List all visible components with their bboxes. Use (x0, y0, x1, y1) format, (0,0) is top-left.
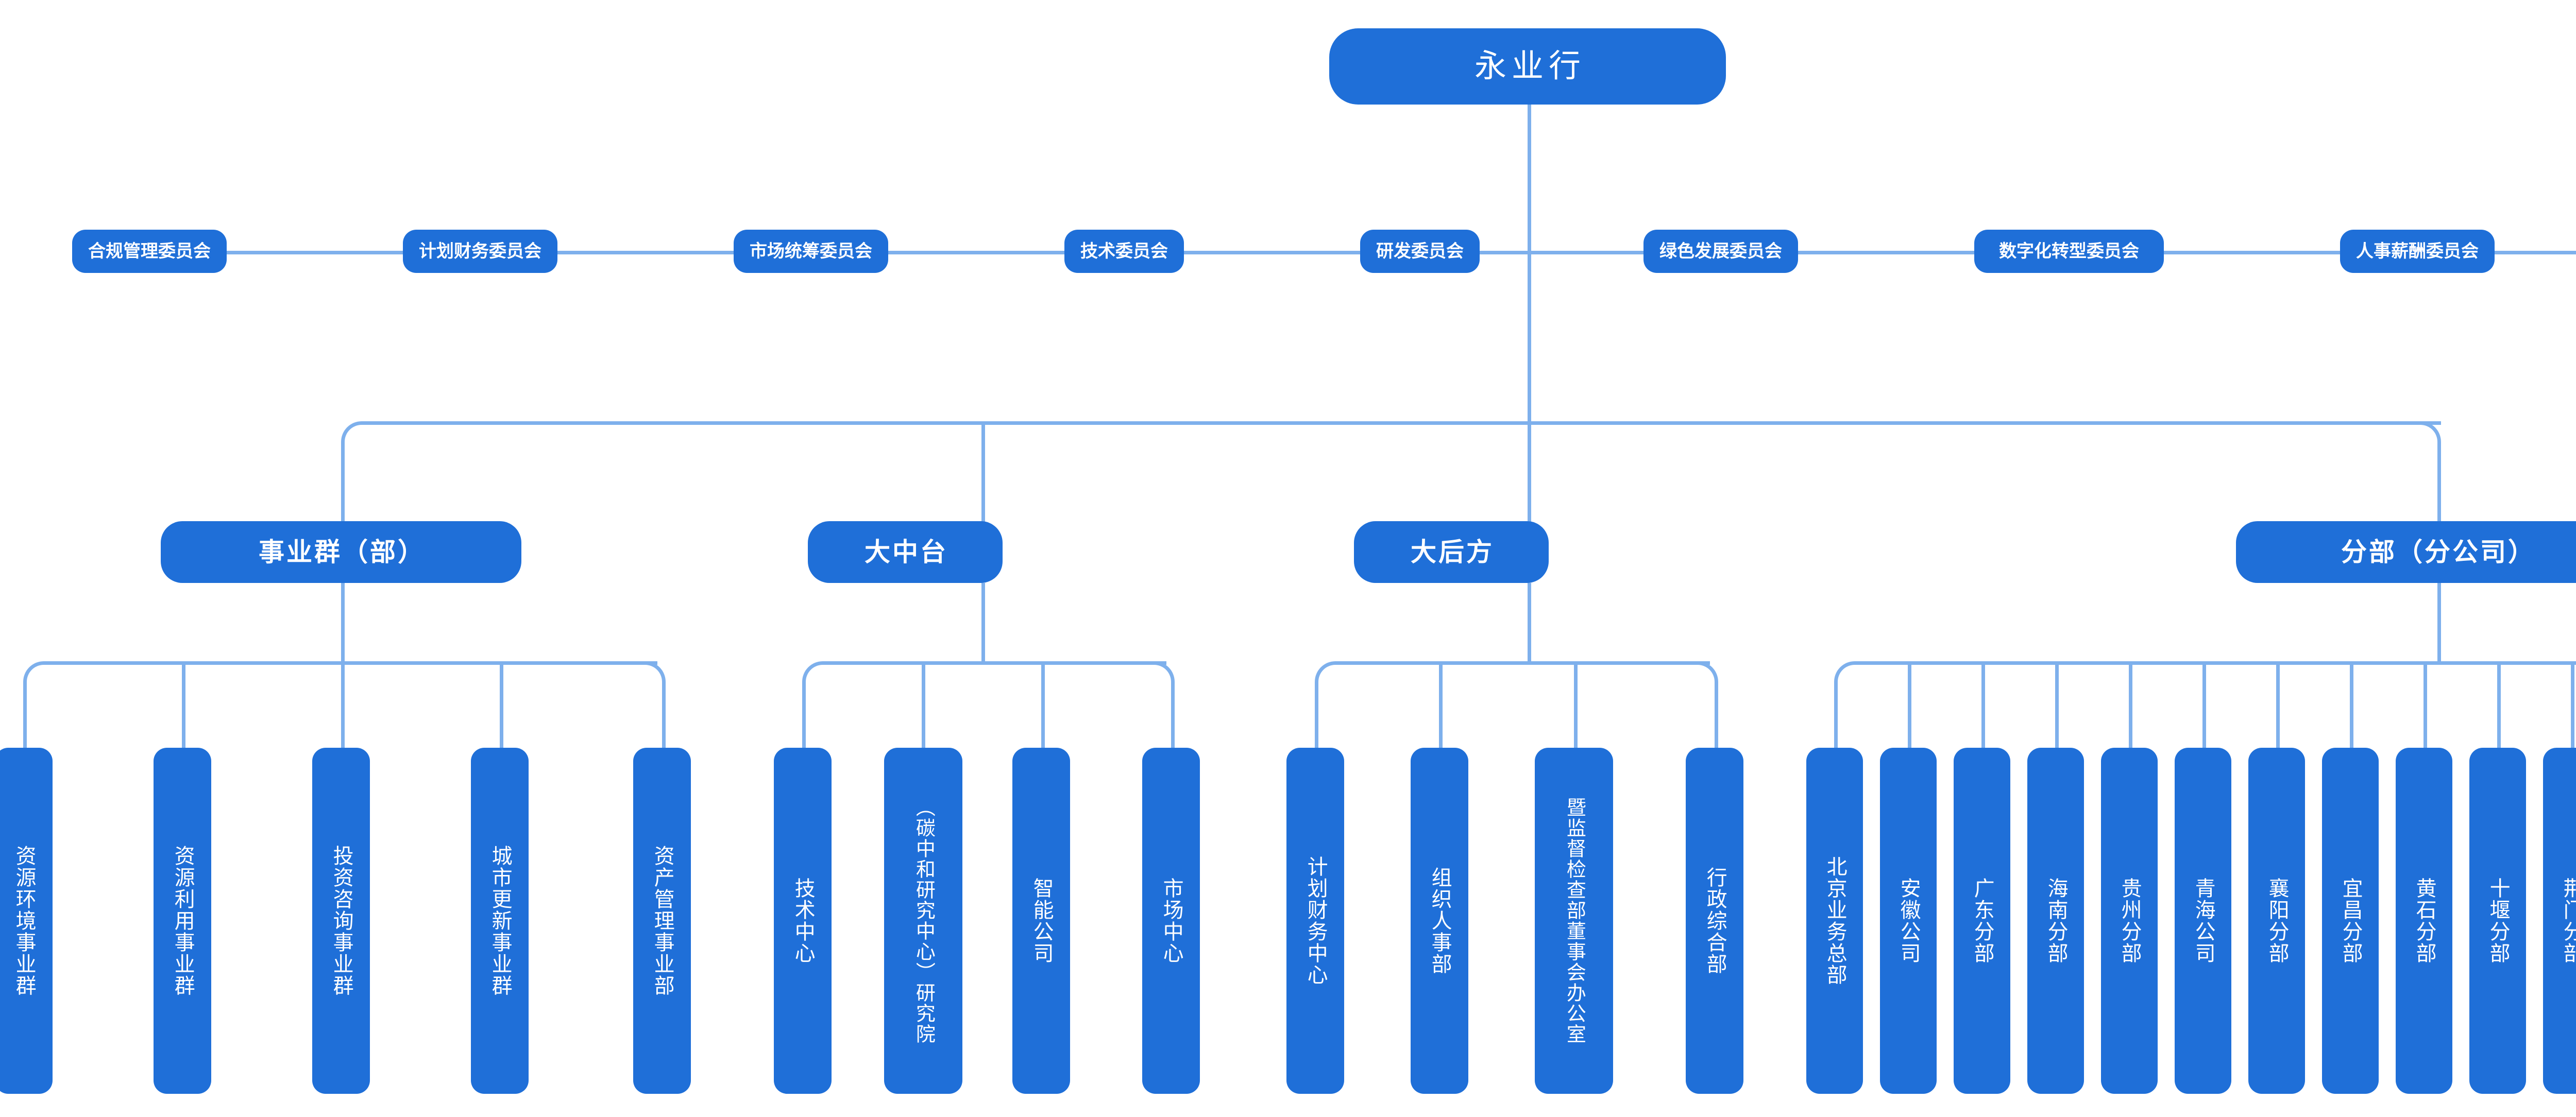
connector-business-bus-right-corner (630, 661, 666, 697)
connector-midplatform-stem (981, 583, 985, 661)
connector-business-child-3 (500, 661, 503, 751)
leaf-column-a: 董事会办公室 (1563, 921, 1585, 1044)
connector-business-stem (341, 583, 345, 661)
connector-business-child-4 (662, 694, 666, 751)
node-committee-0[interactable]: 合规管理委员会 (72, 230, 227, 273)
connector-groupbus-right-corner (2400, 421, 2441, 462)
node-leaf-business-3[interactable]: 城市更新事业群 (471, 748, 529, 1094)
connector-branches-child-6 (2276, 661, 2280, 751)
connector-business-child-2 (341, 661, 345, 751)
node-group-backoffice[interactable]: 大后方 (1354, 521, 1549, 583)
connector-branches-child-9 (2497, 661, 2501, 751)
node-leaf-branches-0[interactable]: 北京业务总部 (1806, 748, 1863, 1094)
connector-business-bus (58, 661, 657, 665)
leaf-multicolumn: 暨监督检查部 董事会办公室 (1563, 755, 1586, 1087)
node-leaf-branches-2[interactable]: 广东分部 (1954, 748, 2010, 1094)
connector-groupbus-left-corner (341, 421, 382, 462)
connector-midplatform-child-2 (1041, 661, 1045, 751)
connector-root-to-groupbus (1528, 252, 1531, 422)
node-committee-6[interactable]: 数字化转型委员会 (1974, 230, 2164, 273)
node-group-business[interactable]: 事业群（部） (161, 521, 521, 583)
leaf-column-a: 研究院 (912, 983, 935, 1044)
connector-drop-branches (2437, 458, 2441, 525)
node-root[interactable]: 永业行 (1329, 28, 1726, 105)
node-group-midplatform[interactable]: 大中台 (808, 521, 1003, 583)
connector-branches-child-7 (2350, 661, 2353, 751)
node-committee-4[interactable]: 研发委员会 (1360, 230, 1480, 273)
node-group-branches[interactable]: 分部（分公司） (2236, 521, 2576, 583)
connector-midplatform-child-3 (1171, 694, 1175, 751)
connector-branches-child-0 (1834, 694, 1838, 751)
node-leaf-business-0[interactable]: 资源环境事业群 (0, 748, 53, 1094)
node-leaf-branches-10[interactable]: 荆门分部 (2543, 748, 2576, 1094)
node-leaf-backoffice-3[interactable]: 行政综合部 (1686, 748, 1743, 1094)
connector-drop-business (341, 458, 345, 525)
connector-backoffice-bus (1349, 661, 1710, 665)
connector-branches-child-3 (2055, 661, 2059, 751)
connector-branches-child-8 (2424, 661, 2427, 751)
node-leaf-branches-7[interactable]: 宜昌分部 (2322, 748, 2379, 1094)
connector-branches-child-5 (2202, 661, 2206, 751)
connector-branches-child-2 (1981, 661, 1985, 751)
connector-branches-stem (2437, 583, 2441, 661)
connector-committee-bus (93, 251, 2576, 254)
connector-backoffice-bus-left-corner (1315, 661, 1351, 697)
connector-backoffice-child-1 (1439, 661, 1443, 751)
connector-branches-child-4 (2129, 661, 2132, 751)
node-leaf-midplatform-2[interactable]: 智能公司 (1012, 748, 1070, 1094)
connector-drop-backoffice (1528, 421, 1531, 525)
connector-business-bus-left-corner (23, 661, 59, 697)
node-leaf-branches-9[interactable]: 十堰分部 (2469, 748, 2526, 1094)
connector-branches-child-10 (2571, 661, 2574, 751)
connector-business-child-0 (23, 694, 27, 751)
node-leaf-midplatform-3[interactable]: 市场中心 (1142, 748, 1200, 1094)
leaf-column-b: （碳中和研究中心） (912, 797, 935, 983)
node-committee-1[interactable]: 计划财务委员会 (403, 230, 557, 273)
node-leaf-branches-8[interactable]: 黄石分部 (2396, 748, 2452, 1094)
node-leaf-midplatform-0[interactable]: 技术中心 (774, 748, 832, 1094)
connector-midplatform-bus-right-corner (1139, 661, 1175, 697)
connector-drop-midplatform (981, 421, 985, 525)
connector-backoffice-child-2 (1574, 661, 1578, 751)
node-leaf-backoffice-1[interactable]: 组织人事部 (1411, 748, 1468, 1094)
connector-groupbus (380, 421, 2441, 425)
connector-midplatform-bus-left-corner (802, 661, 838, 697)
connector-business-child-1 (182, 661, 185, 751)
connector-backoffice-child-0 (1315, 694, 1318, 751)
connector-backoffice-stem (1528, 583, 1531, 661)
leaf-column-b: 暨监督检查部 (1563, 797, 1585, 921)
node-leaf-backoffice-0[interactable]: 计划财务中心 (1286, 748, 1344, 1094)
node-committee-5[interactable]: 绿色发展委员会 (1643, 230, 1798, 273)
node-leaf-backoffice-2[interactable]: 暨监督检查部 董事会办公室 (1535, 748, 1613, 1094)
connector-branches-bus-left-corner (1834, 661, 1870, 697)
connector-root-down (1528, 103, 1531, 252)
node-leaf-business-1[interactable]: 资源利用事业群 (154, 748, 211, 1094)
connector-backoffice-child-3 (1715, 694, 1718, 751)
connector-branches-bus (1869, 661, 2576, 665)
node-leaf-business-4[interactable]: 资产管理事业部 (633, 748, 691, 1094)
node-leaf-midplatform-1[interactable]: （碳中和研究中心） 研究院 (884, 748, 962, 1094)
node-leaf-branches-4[interactable]: 贵州分部 (2101, 748, 2158, 1094)
node-leaf-branches-3[interactable]: 海南分部 (2027, 748, 2084, 1094)
node-leaf-branches-5[interactable]: 青海公司 (2175, 748, 2231, 1094)
node-leaf-branches-6[interactable]: 襄阳分部 (2248, 748, 2305, 1094)
connector-branches-child-1 (1908, 661, 1911, 751)
connector-backoffice-bus-right-corner (1682, 661, 1718, 697)
node-committee-7[interactable]: 人事薪酬委员会 (2340, 230, 2495, 273)
node-committee-3[interactable]: 技术委员会 (1064, 230, 1184, 273)
leaf-multicolumn: （碳中和研究中心） 研究院 (912, 755, 935, 1087)
connector-midplatform-child-1 (922, 661, 925, 751)
node-committee-2[interactable]: 市场统筹委员会 (734, 230, 888, 273)
node-leaf-branches-1[interactable]: 安徽公司 (1880, 748, 1937, 1094)
connector-midplatform-bus (837, 661, 1166, 665)
connector-midplatform-child-0 (802, 694, 806, 751)
node-leaf-business-2[interactable]: 投资咨询事业群 (312, 748, 370, 1094)
